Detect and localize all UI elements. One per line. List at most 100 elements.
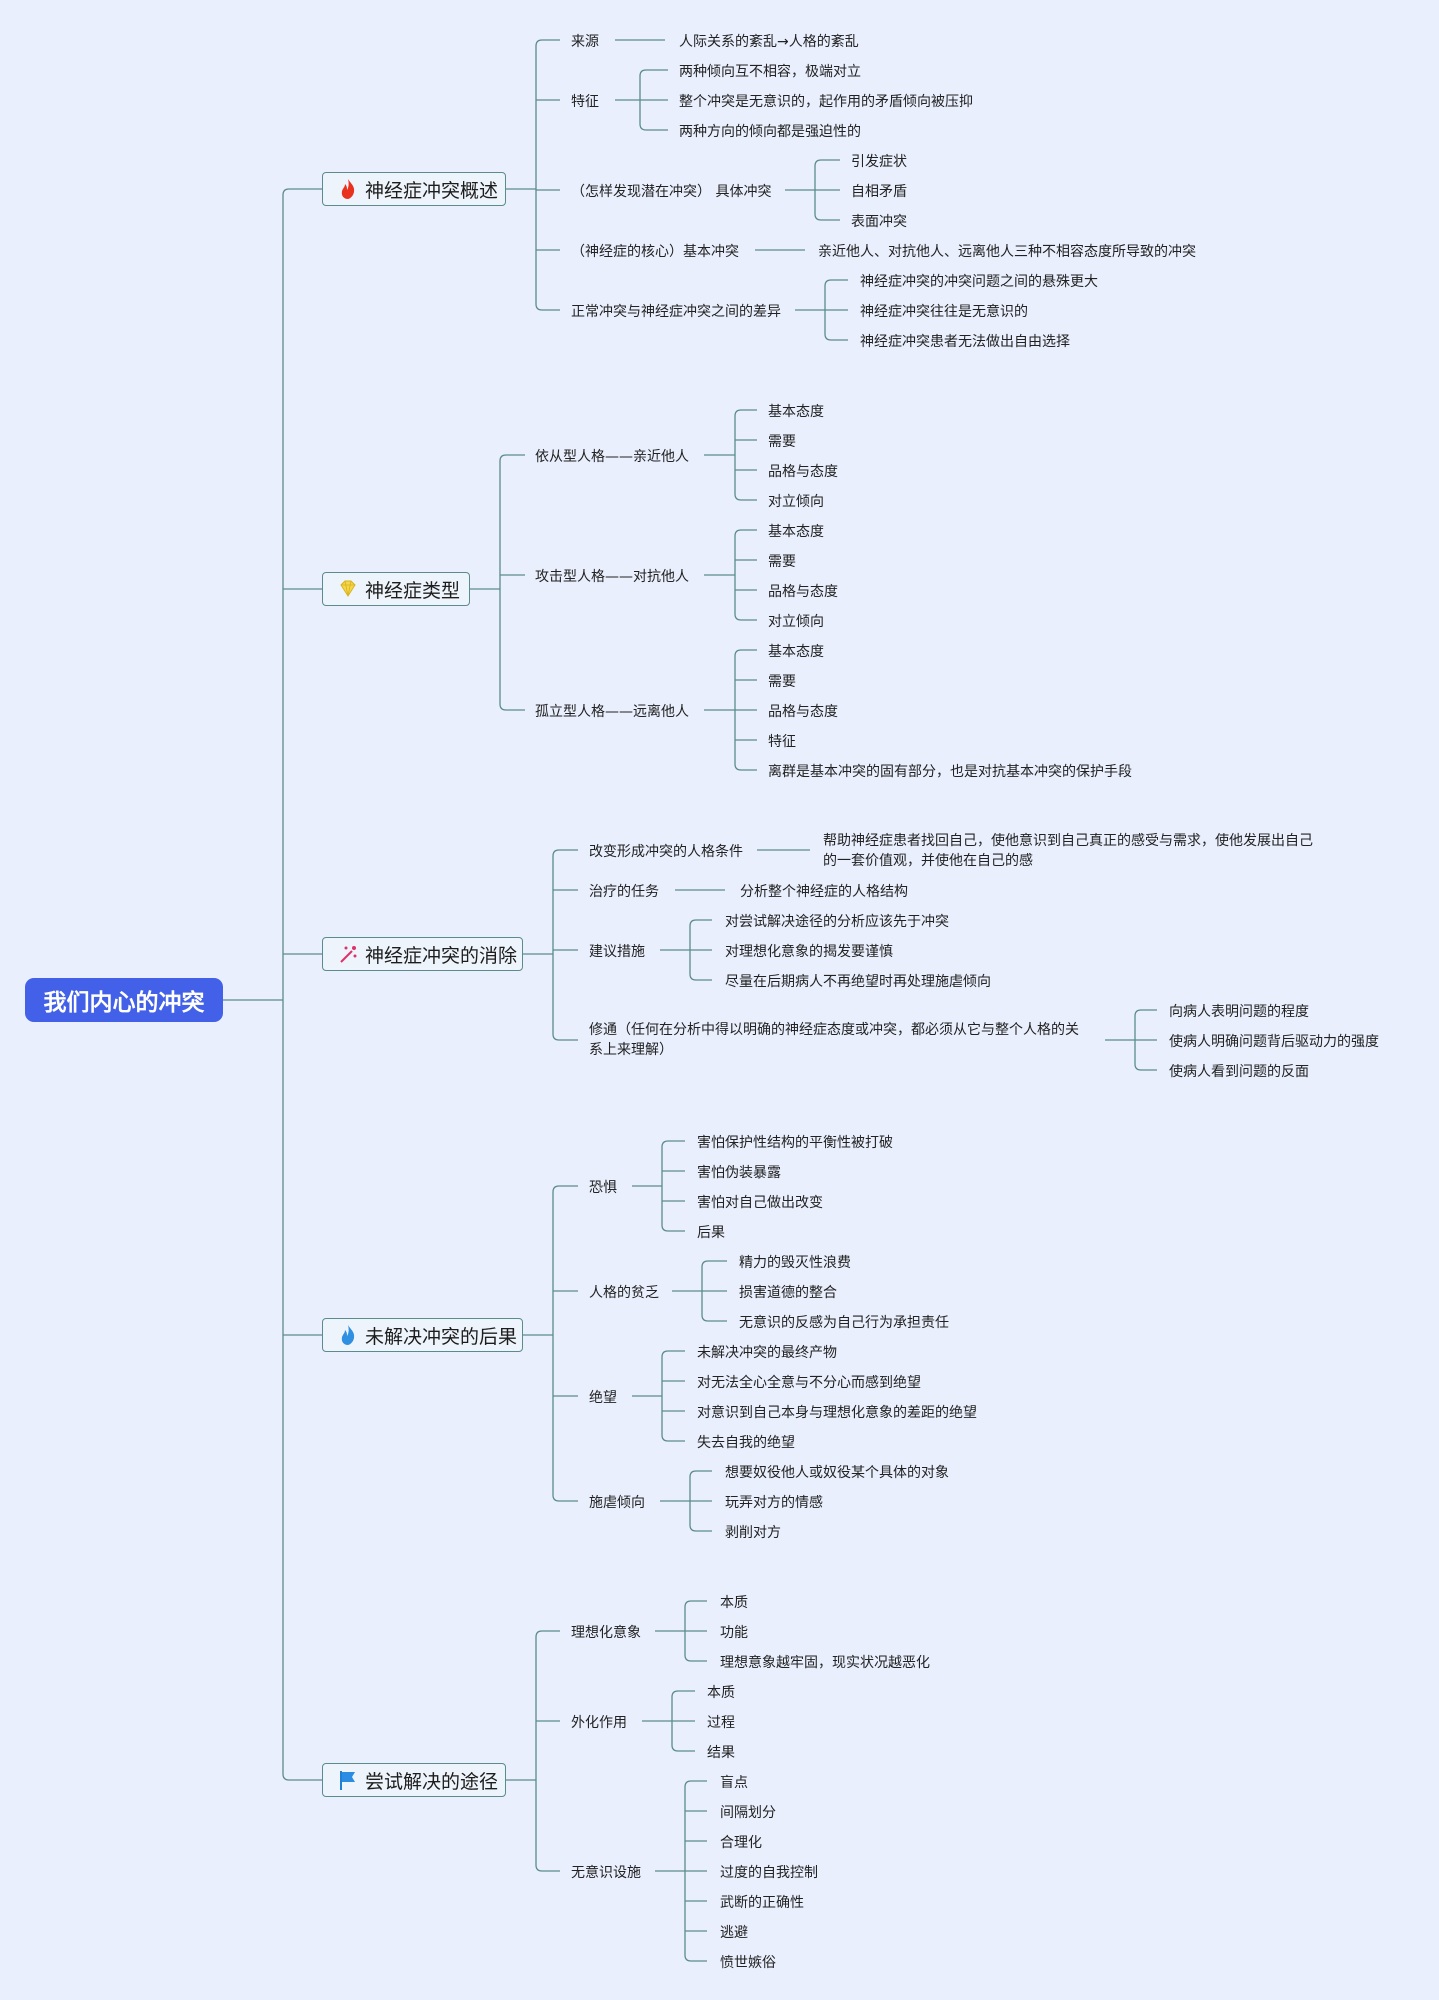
leaf-topic[interactable]: 使病人明确问题背后驱动力的强度 [1169, 1034, 1379, 1050]
branch-topic-resolution[interactable]: 神经症冲突的消除 [322, 937, 523, 971]
leaf-topic[interactable]: 对意识到自己本身与理想化意象的差距的绝望 [697, 1405, 977, 1421]
connector-line [734, 409, 757, 417]
leaf-topic[interactable]: 神经症冲突往往是无意识的 [860, 304, 1028, 320]
subtopic[interactable]: 来源 [571, 34, 599, 50]
leaf-topic[interactable]: 本质 [707, 1685, 735, 1701]
branch-topic-consequences[interactable]: 未解决冲突的后果 [322, 1318, 523, 1352]
leaf-topic[interactable]: 使病人看到问题的反面 [1169, 1064, 1309, 1080]
branch-label: 神经症冲突的消除 [365, 944, 518, 967]
leaf-topic[interactable]: 两种方向的倾向都是强迫性的 [679, 124, 861, 140]
subtopic[interactable]: 理想化意象 [571, 1625, 641, 1641]
leaf-topic[interactable]: 分析整个神经症的人格结构 [740, 884, 908, 900]
leaf-topic[interactable]: 玩弄对方的情感 [725, 1495, 823, 1511]
leaf-topic[interactable]: 逃避 [720, 1925, 748, 1941]
leaf-topic[interactable]: 对尝试解决途径的分析应该先于冲突 [725, 914, 949, 930]
subtopic[interactable]: 绝望 [589, 1390, 617, 1406]
connector-line [684, 1954, 707, 1962]
leaf-topic[interactable]: 精力的毁灭性浪费 [739, 1255, 851, 1271]
subtopic[interactable]: 孤立型人格——远离他人 [535, 704, 689, 720]
leaf-topic[interactable]: 人际关系的紊乱→人格的紊乱 [679, 34, 859, 50]
branch-topic-solutions[interactable]: 尝试解决的途径 [322, 1763, 506, 1797]
leaf-topic[interactable]: 害怕对自己做出改变 [697, 1195, 823, 1211]
subtopic[interactable]: 修通（任何在分析中得以明确的神经症态度或冲突，都必须从它与整个人格的关系上来理解… [589, 1022, 1079, 1058]
leaf-topic[interactable]: 亲近他人、对抗他人、远离他人三种不相容态度所导致的冲突 [818, 244, 1196, 260]
subtopic[interactable]: 外化作用 [571, 1715, 627, 1731]
leaf-topic[interactable]: 损害道德的整合 [739, 1285, 837, 1301]
subtopic[interactable]: 无意识设施 [571, 1865, 641, 1881]
leaf-topic[interactable]: 神经症冲突的冲突问题之间的悬殊更大 [860, 274, 1098, 290]
leaf-topic[interactable]: 对理想化意象的揭发要谨慎 [725, 944, 893, 960]
connector-line [824, 333, 848, 341]
leaf-topic[interactable]: 后果 [697, 1225, 725, 1241]
leaf-topic[interactable]: 武断的正确性 [720, 1895, 804, 1911]
leaf-topic[interactable]: 品格与态度 [768, 584, 838, 600]
subtopic[interactable]: 恐惧 [589, 1180, 617, 1196]
leaf-topic[interactable]: 需要 [768, 434, 796, 450]
leaf-topic[interactable]: 引发症状 [851, 154, 907, 170]
connector-line [814, 213, 840, 221]
leaf-topic[interactable]: 两种倾向互不相容，极端对立 [679, 64, 861, 80]
branch-topic-types[interactable]: 神经症类型 [322, 572, 470, 606]
leaf-topic[interactable]: 表面冲突 [851, 214, 907, 230]
fire-icon [337, 178, 359, 200]
branch-label: 神经症冲突概述 [365, 179, 499, 202]
connector-line [689, 973, 712, 981]
sparkle-icon [337, 943, 359, 965]
subtopic[interactable]: 人格的贫乏 [589, 1285, 659, 1301]
leaf-topic[interactable]: 无意识的反感为自己行为承担责任 [739, 1315, 949, 1331]
leaf-topic[interactable]: 需要 [768, 674, 796, 690]
leaf-topic[interactable]: 盲点 [720, 1775, 748, 1791]
leaf-topic[interactable]: 过程 [707, 1715, 735, 1731]
leaf-topic[interactable]: 尽量在后期病人不再绝望时再处理施虐倾向 [725, 974, 991, 990]
connector-line [535, 303, 560, 311]
leaf-topic[interactable]: 结果 [707, 1745, 735, 1761]
leaf-topic[interactable]: 功能 [720, 1625, 748, 1641]
leaf-topic[interactable]: 害怕保护性结构的平衡性被打破 [697, 1135, 893, 1151]
root-topic[interactable]: 我们内心的冲突 [25, 978, 223, 1022]
leaf-topic[interactable]: 离群是基本冲突的固有部分，也是对抗基本冲突的保护手段 [768, 764, 1132, 780]
branch-topic-overview[interactable]: 神经症冲突概述 [322, 172, 506, 206]
subtopic[interactable]: （怎样发现潜在冲突） 具体冲突 [571, 184, 772, 200]
connector-line [684, 1654, 707, 1662]
leaf-topic[interactable]: 品格与态度 [768, 464, 838, 480]
leaf-topic[interactable]: 品格与态度 [768, 704, 838, 720]
connector-line [552, 1185, 578, 1193]
connector-line [701, 1260, 727, 1268]
leaf-topic[interactable]: 愤世嫉俗 [720, 1955, 776, 1971]
subtopic[interactable]: 施虐倾向 [589, 1495, 645, 1511]
leaf-topic[interactable]: 帮助神经症患者找回自己，使他意识到自己真正的感受与需求，使他发展出自己的一套价值… [823, 833, 1313, 869]
subtopic[interactable]: 建议措施 [589, 944, 645, 960]
leaf-topic[interactable]: 合理化 [720, 1835, 762, 1851]
connector-line [701, 1314, 727, 1322]
leaf-topic[interactable]: 基本态度 [768, 404, 824, 420]
leaf-topic[interactable]: 本质 [720, 1595, 748, 1611]
leaf-topic[interactable]: 基本态度 [768, 524, 824, 540]
leaf-topic[interactable]: 向病人表明问题的程度 [1169, 1004, 1309, 1020]
leaf-topic[interactable]: 特征 [768, 734, 796, 750]
gem-icon [337, 578, 359, 600]
leaf-topic[interactable]: 未解决冲突的最终产物 [697, 1345, 837, 1361]
leaf-topic[interactable]: 对立倾向 [768, 494, 824, 510]
leaf-topic[interactable]: 神经症冲突患者无法做出自由选择 [860, 334, 1070, 350]
connector-line [734, 649, 757, 657]
leaf-topic[interactable]: 对立倾向 [768, 614, 824, 630]
leaf-topic[interactable]: 剥削对方 [725, 1525, 781, 1541]
leaf-topic[interactable]: 整个冲突是无意识的，起作用的矛盾倾向被压抑 [679, 94, 973, 110]
subtopic[interactable]: 改变形成冲突的人格条件 [589, 844, 743, 860]
leaf-topic[interactable]: 过度的自我控制 [720, 1865, 818, 1881]
leaf-topic[interactable]: 理想意象越牢固，现实状况越恶化 [720, 1655, 930, 1671]
subtopic[interactable]: （神经症的核心）基本冲突 [571, 244, 739, 260]
subtopic[interactable]: 特征 [571, 94, 599, 110]
leaf-topic[interactable]: 自相矛盾 [851, 184, 907, 200]
subtopic[interactable]: 依从型人格——亲近他人 [535, 449, 689, 465]
subtopic[interactable]: 正常冲突与神经症冲突之间的差异 [571, 304, 781, 320]
leaf-topic[interactable]: 失去自我的绝望 [697, 1435, 795, 1451]
leaf-topic[interactable]: 害怕伪装暴露 [697, 1165, 781, 1181]
leaf-topic[interactable]: 想要奴役他人或奴役某个具体的对象 [725, 1465, 949, 1481]
leaf-topic[interactable]: 基本态度 [768, 644, 824, 660]
leaf-topic[interactable]: 间隔划分 [720, 1805, 776, 1821]
leaf-topic[interactable]: 需要 [768, 554, 796, 570]
subtopic[interactable]: 攻击型人格——对抗他人 [535, 569, 689, 585]
leaf-topic[interactable]: 对无法全心全意与不分心而感到绝望 [697, 1375, 921, 1391]
subtopic[interactable]: 治疗的任务 [589, 884, 659, 900]
